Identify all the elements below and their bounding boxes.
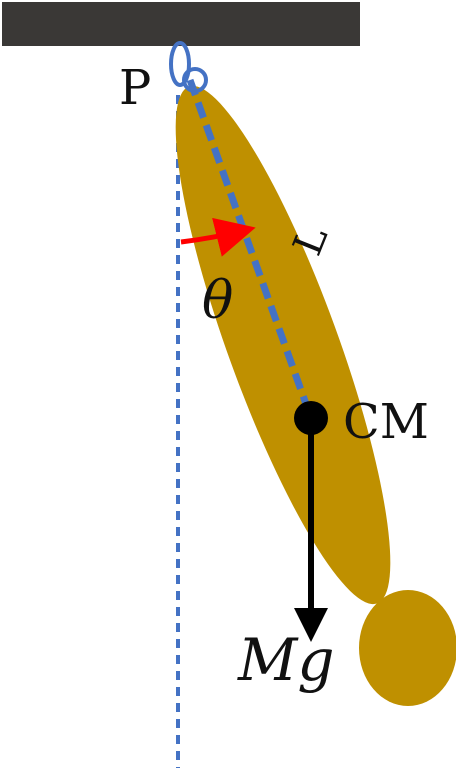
weight-force-arrowhead — [294, 608, 328, 642]
cm-dot — [294, 401, 328, 435]
angle-arrow — [180, 217, 256, 257]
pendulum-rod-body — [175, 85, 391, 605]
weight-mass-symbol: M — [237, 626, 299, 694]
pivot-point — [182, 67, 208, 93]
pivot-hook — [169, 41, 191, 87]
pivot-label: P — [119, 60, 151, 116]
pendulum-bob — [359, 590, 456, 706]
cm-label: CM — [343, 394, 429, 450]
weight-g-symbol: g — [297, 626, 334, 694]
ceiling-support — [2, 2, 360, 46]
angle-label: θ — [202, 271, 233, 331]
weight-label: Mg — [237, 626, 335, 694]
